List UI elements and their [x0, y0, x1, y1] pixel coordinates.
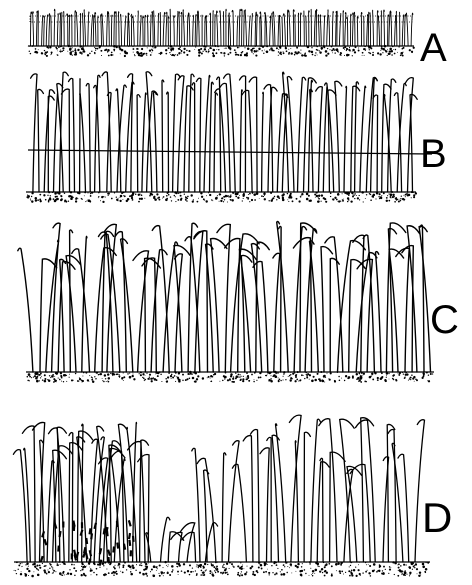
panel-b-drawing — [26, 72, 432, 203]
soil-band — [28, 45, 415, 57]
soil-band — [14, 561, 430, 577]
soil-band — [26, 371, 434, 383]
panel-label-c: C — [430, 300, 459, 340]
panel-c-drawing — [18, 221, 434, 383]
panel-label-a: A — [420, 28, 447, 68]
soil-band — [26, 191, 417, 203]
panel-a-drawing — [28, 9, 415, 57]
panel-label-d: D — [422, 497, 452, 539]
panel-d-drawing — [13, 415, 430, 577]
panel-label-b: B — [420, 134, 447, 174]
